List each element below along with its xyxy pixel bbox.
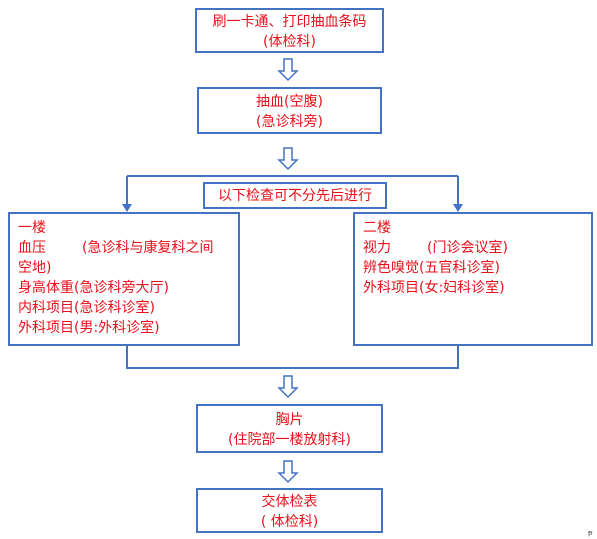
step1-line2: (体检科) <box>263 34 316 50</box>
step4-line2: ( 体检科) <box>260 514 319 530</box>
arrow-down-1 <box>277 58 299 82</box>
step2-line1: 抽血(空腹) <box>256 94 323 110</box>
step3-line1: 胸片 <box>275 412 304 428</box>
list-item: 外科项目(男:外科诊室) <box>18 320 160 336</box>
split-label: 以下检查可不分先后进行 <box>218 188 372 204</box>
list-item: 外科项目(女:妇科诊室) <box>363 280 505 296</box>
step1-box: 刷一卡通、打印抽血条码 (体检科) <box>195 8 384 53</box>
step3-box: 胸片 (住院部一楼放射科) <box>196 404 383 453</box>
arrow-down-2 <box>277 147 299 171</box>
list-item: 空地) <box>18 260 52 276</box>
list-item: 血压(急诊科与康复科之间 <box>18 240 214 256</box>
floor1-title: 一楼 <box>18 220 46 236</box>
arrow-down-3 <box>277 375 299 399</box>
list-item: 视力(门诊会议室) <box>363 240 508 256</box>
step4-box: 交体检表 ( 体检科) <box>196 488 383 533</box>
step2-line2: (急诊科旁) <box>256 114 323 130</box>
list-item: 身高体重(急诊科旁大厅) <box>18 280 169 296</box>
corner-mark: ᵽ <box>588 529 593 537</box>
merge-line <box>126 346 459 369</box>
floor2-box: 二楼 视力(门诊会议室) 辨色嗅觉(五官科诊室) 外科项目(女:妇科诊室) <box>353 212 593 346</box>
step1-line1: 刷一卡通、打印抽血条码 <box>212 14 367 30</box>
list-item: 内科项目(急诊科诊室) <box>18 300 155 316</box>
list-item: 辨色嗅觉(五官科诊室) <box>363 260 500 276</box>
arrowhead-right <box>453 204 463 212</box>
step2-box: 抽血(空腹) (急诊科旁) <box>197 87 382 134</box>
step3-line2: (住院部一楼放射科) <box>228 432 351 448</box>
arrow-down-4 <box>277 460 299 484</box>
arrowhead-left <box>122 204 132 212</box>
floor2-title: 二楼 <box>363 220 391 236</box>
split-label-box: 以下检查可不分先后进行 <box>203 182 387 209</box>
floor1-box: 一楼 血压(急诊科与康复科之间 空地) 身高体重(急诊科旁大厅) 内科项目(急诊… <box>8 212 240 346</box>
step4-line1: 交体检表 <box>261 494 318 510</box>
